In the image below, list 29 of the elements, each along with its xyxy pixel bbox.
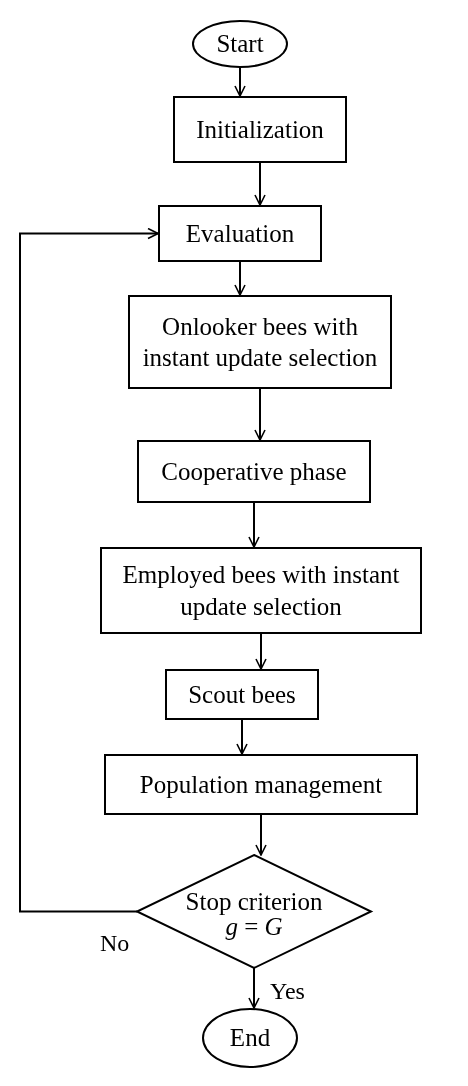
node-label: Start xyxy=(216,29,264,60)
node-label: Onlooker bees with instant update selection xyxy=(141,311,379,373)
arrow xyxy=(248,502,260,548)
node-label: Cooperative phase xyxy=(161,456,347,487)
arrow xyxy=(254,388,266,441)
process-box xyxy=(100,547,422,634)
process-box xyxy=(165,669,319,720)
process-box xyxy=(158,205,322,262)
formula-label: g = G xyxy=(225,913,283,939)
process-box xyxy=(104,754,418,815)
arrow xyxy=(255,814,267,856)
node-label: Evaluation xyxy=(185,218,295,249)
node-label: Scout bees xyxy=(188,679,296,710)
node-label: Initialization xyxy=(196,114,324,145)
process-box xyxy=(128,295,392,389)
process-box xyxy=(137,440,371,503)
node-label: Population management xyxy=(139,769,383,800)
arrow xyxy=(19,227,159,913)
arrow xyxy=(255,633,267,670)
arrow xyxy=(254,162,266,206)
node-label: Stop criterion xyxy=(185,888,323,914)
arrow xyxy=(234,67,246,97)
node-label: End xyxy=(229,1023,271,1054)
arrow xyxy=(248,967,260,1009)
arrow xyxy=(236,719,248,755)
process-box xyxy=(173,96,347,163)
arrow xyxy=(234,261,246,296)
node-label: Employed bees with instant update selection xyxy=(121,560,401,622)
decision-diamond xyxy=(137,855,371,968)
